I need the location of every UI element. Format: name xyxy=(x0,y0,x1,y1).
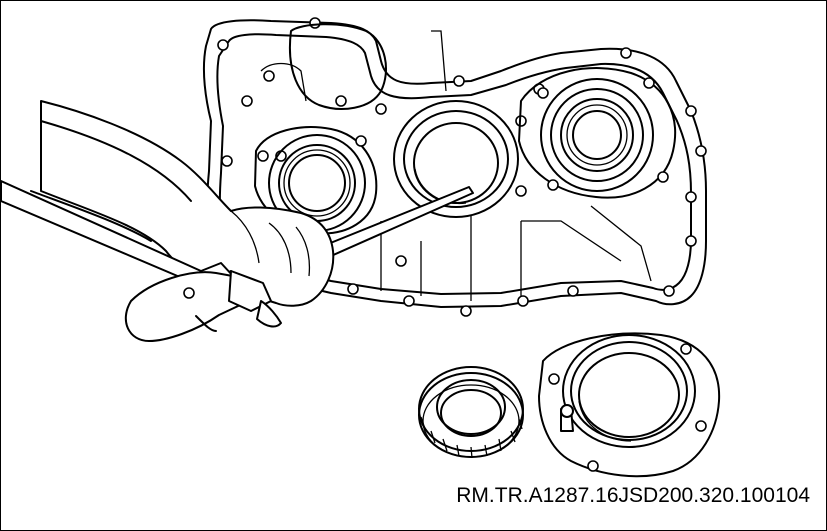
tapered-roller-bearing xyxy=(418,366,524,459)
bearing-housing-right xyxy=(518,67,677,199)
bearing-retainer-flange xyxy=(538,332,721,478)
seal-bore xyxy=(393,100,519,218)
figure-reference-code: RM.TR.A1287.16JSD200.320.100104 xyxy=(456,484,810,507)
hammer xyxy=(1,180,282,342)
